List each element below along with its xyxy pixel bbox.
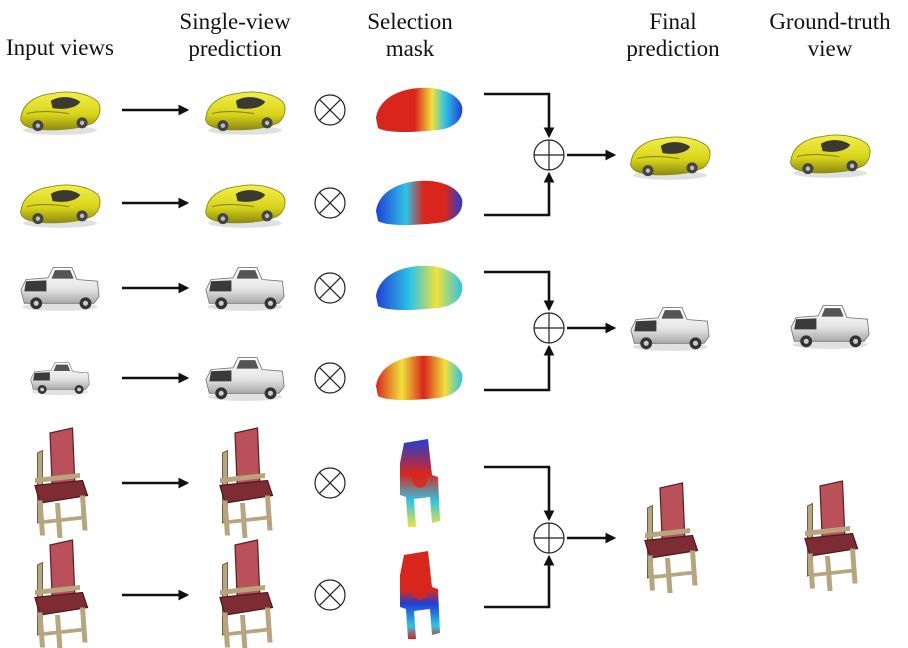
circled-times-icon	[314, 187, 346, 219]
selection-mask-heatmap	[400, 439, 440, 527]
car-side-icon	[20, 91, 101, 135]
header-selection-mask: Selection mask	[367, 9, 453, 61]
circled-times-icon	[314, 362, 346, 394]
selection-mask-heatmap	[376, 87, 463, 132]
car-icon	[790, 134, 871, 178]
circled-plus-icon	[533, 522, 565, 554]
chair-icon	[644, 482, 699, 593]
arrow-elbow-down-icon	[484, 465, 555, 522]
car-icon	[630, 136, 711, 180]
pickup-truck-icon	[205, 267, 285, 311]
selection-mask-heatmap	[400, 551, 440, 639]
selection-mask-heatmap	[376, 355, 463, 400]
chair-icon	[219, 539, 274, 648]
arrow-elbow-down-icon	[484, 270, 555, 312]
header-ground-truth-view: Ground-truth view	[769, 9, 891, 61]
chair-icon	[34, 427, 89, 538]
pickup-truck-rear-icon	[30, 362, 90, 396]
arrow-elbow-up-icon	[484, 171, 555, 217]
car-icon	[205, 91, 286, 135]
circled-times-icon	[314, 272, 346, 304]
header-single-view-prediction: Single-view prediction	[179, 9, 291, 61]
pickup-truck-icon	[20, 267, 100, 311]
pickup-truck-icon	[790, 305, 870, 349]
arrow-elbow-down-icon	[484, 92, 555, 139]
car-icon	[205, 184, 286, 228]
header-input-views: Input views	[6, 35, 114, 60]
chair-icon	[804, 480, 859, 591]
header-final-prediction: Final prediction	[626, 9, 720, 61]
arrow-elbow-up-icon	[484, 554, 555, 609]
pickup-truck-icon	[630, 307, 710, 351]
arrow-elbow-up-icon	[484, 344, 555, 392]
circled-times-icon	[314, 579, 346, 611]
circled-plus-icon	[533, 312, 565, 344]
selection-mask-heatmap	[376, 265, 463, 310]
chair-front-icon	[34, 539, 89, 648]
circled-times-icon	[314, 94, 346, 126]
circled-times-icon	[314, 467, 346, 499]
circled-plus-icon	[533, 139, 565, 171]
selection-mask-heatmap	[376, 180, 463, 225]
chair-icon	[219, 427, 274, 538]
car-convertible-icon	[20, 184, 101, 228]
pickup-truck-icon	[205, 357, 285, 401]
